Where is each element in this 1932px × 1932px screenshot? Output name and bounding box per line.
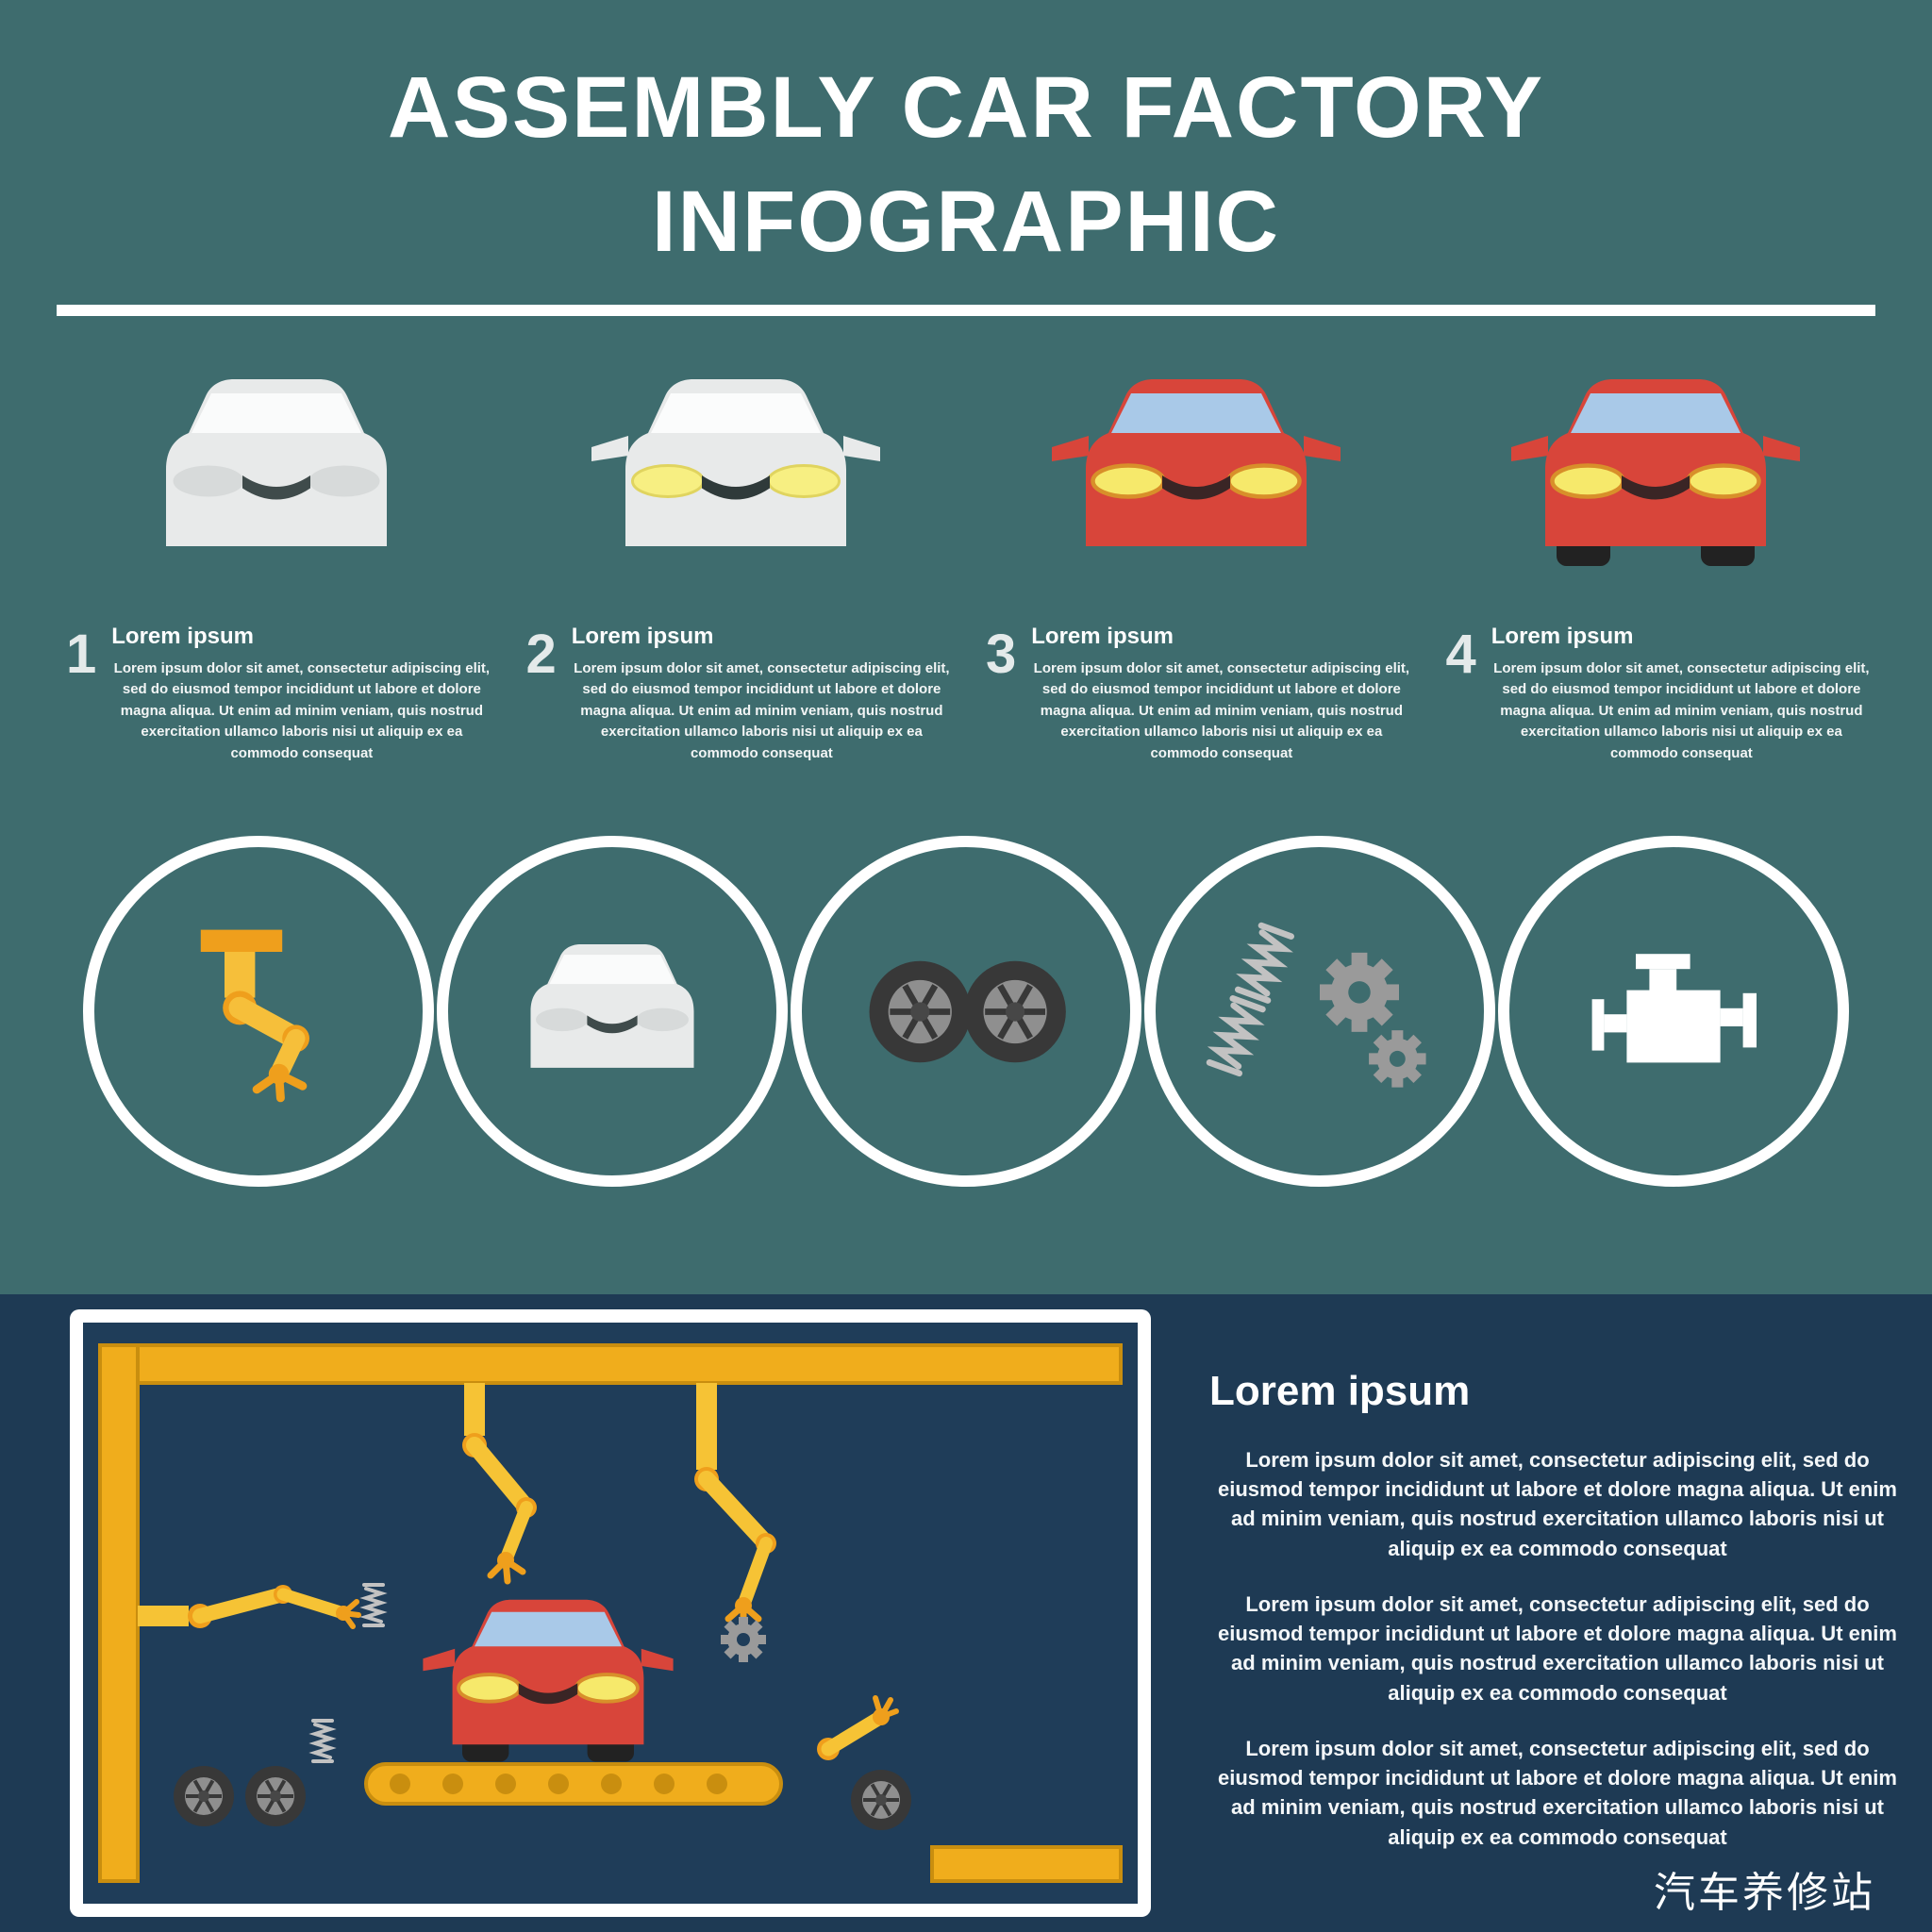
assembly-line-illustration: [83, 1323, 1138, 1904]
stage-2-text: 2 Lorem ipsum Lorem ipsum dolor sit amet…: [521, 624, 953, 765]
circle-wheels: [791, 836, 1141, 1188]
stage-2-paragraph: Lorem ipsum dolor sit amet, consectetur …: [574, 659, 950, 761]
stage-1-paragraph: Lorem ipsum dolor sit amet, consectetur …: [113, 659, 491, 761]
car-stage-2: [580, 359, 891, 569]
car-stage-3: [1041, 359, 1352, 569]
circle-car-body: [437, 836, 788, 1188]
engine-icon: [1591, 954, 1757, 1063]
stage-2-number: 2: [525, 623, 557, 685]
bottom-paragraph-2: Lorem ipsum dolor sit amet, consectetur …: [1218, 1591, 1897, 1705]
car-red-wheels-icon: [1511, 378, 1801, 566]
bottom-paragraph-3: Lorem ipsum dolor sit amet, consectetur …: [1218, 1736, 1897, 1849]
loose-wheel-2: [243, 1764, 308, 1828]
gantry-top-bar: [98, 1343, 1123, 1385]
gantry-base-right: [930, 1845, 1123, 1883]
circle-engine: [1498, 836, 1849, 1188]
circle-robot-arm: [83, 836, 434, 1188]
robot-arm-icon: [200, 929, 309, 1103]
car-stage-4: [1500, 359, 1811, 569]
stage-4-heading: Lorem ipsum: [1491, 623, 1634, 649]
suspension-gears-icon: [1201, 916, 1426, 1089]
car-shell-gray-icon: [165, 378, 387, 546]
bottom-heading: Lorem ipsum: [1209, 1368, 1471, 1414]
stage-4-text: 4 Lorem ipsum Lorem ipsum dolor sit amet…: [1441, 624, 1873, 765]
illustration-background: [83, 1323, 1138, 1904]
robot-arm-side: [138, 1583, 385, 1629]
stage-2-heading: Lorem ipsum: [571, 623, 714, 649]
assembly-stages-row: 1 Lorem ipsum Lorem ipsum dolor sit amet…: [0, 359, 1932, 765]
bottom-text-block: Lorem ipsum Lorem ipsum dolor sit amet, …: [1209, 1368, 1906, 1878]
stage-3: 3 Lorem ipsum Lorem ipsum dolor sit amet…: [980, 359, 1412, 765]
robot-arm-bottom-right: [817, 1695, 899, 1760]
stage-4-number: 4: [1445, 623, 1476, 685]
stage-2: 2 Lorem ipsum Lorem ipsum dolor sit amet…: [521, 359, 953, 765]
loose-wheel-1: [172, 1764, 236, 1828]
bottom-section: Lorem ipsum Lorem ipsum dolor sit amet, …: [0, 1294, 1932, 1932]
circle-suspension-gears: [1144, 836, 1495, 1188]
robot-arm-hanging-right: [694, 1383, 776, 1662]
loose-wheel-3: [849, 1768, 913, 1832]
assembly-line-panel: [70, 1309, 1151, 1917]
wheels-icon: [847, 924, 1085, 1099]
title-line-2: INFOGRAPHIC: [652, 174, 1280, 271]
gantry-left-bar: [98, 1343, 140, 1883]
conveyor-belt: [364, 1762, 783, 1806]
bottom-paragraph-1: Lorem ipsum dolor sit amet, consectetur …: [1218, 1448, 1897, 1560]
stage-3-heading: Lorem ipsum: [1031, 623, 1174, 649]
title-line-1: ASSEMBLY CAR FACTORY: [388, 59, 1544, 156]
watermark-text: 汽车养修站: [1654, 1870, 1875, 1916]
stage-1-heading: Lorem ipsum: [111, 623, 254, 649]
car-red-icon: [1051, 378, 1341, 546]
stage-1-text: 1 Lorem ipsum Lorem ipsum dolor sit amet…: [60, 624, 492, 765]
page-title: ASSEMBLY CAR FACTORY INFOGRAPHIC: [0, 0, 1932, 280]
stage-1: 1 Lorem ipsum Lorem ipsum dolor sit amet…: [60, 359, 492, 765]
stage-1-number: 1: [66, 623, 97, 685]
car-white-lights-icon: [591, 378, 881, 546]
stage-3-number: 3: [986, 623, 1017, 685]
title-divider: [57, 304, 1875, 316]
stage-4-paragraph: Lorem ipsum dolor sit amet, consectetur …: [1493, 659, 1870, 761]
car-on-line: [423, 1599, 674, 1762]
stage-3-paragraph: Lorem ipsum dolor sit amet, consectetur …: [1033, 659, 1410, 761]
car-stage-1: [121, 359, 432, 569]
car-body-icon: [530, 944, 694, 1069]
process-circles-row: [0, 836, 1932, 1188]
stage-4: 4 Lorem ipsum Lorem ipsum dolor sit amet…: [1441, 359, 1873, 765]
robot-arm-hanging-left: [462, 1383, 537, 1585]
top-section: ASSEMBLY CAR FACTORY INFOGRAPHIC 1 Lorem…: [0, 0, 1932, 1294]
stage-3-text: 3 Lorem ipsum Lorem ipsum dolor sit amet…: [980, 624, 1412, 765]
